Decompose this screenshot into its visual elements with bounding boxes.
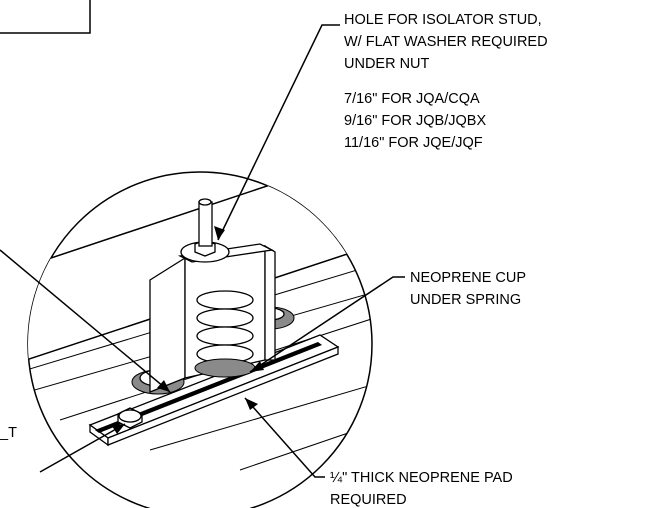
pad-line-1: ¼" THICK NEOPRENE PAD <box>330 470 513 486</box>
magnified-view <box>27 171 373 508</box>
stud-hole-line-2: W/ FLAT WASHER REQUIRED <box>344 34 548 50</box>
stud-hole-line-1: HOLE FOR ISOLATOR STUD, <box>344 12 542 28</box>
cup-line-2: UNDER SPRING <box>410 292 521 308</box>
stud-hole-line-4: 7/16" FOR JQA/CQA <box>344 91 480 107</box>
anchor-bolt <box>117 407 143 429</box>
stud-hole-line-6: 11/16" FOR JQE/JQF <box>344 135 483 151</box>
stud-hole-line-5: 9/16" FOR JQB/JQBX <box>344 113 486 129</box>
callout-stud-hole: HOLE FOR ISOLATOR STUD, W/ FLAT WASHER R… <box>344 12 548 151</box>
title-box-fragment <box>0 0 91 34</box>
leader-lines <box>0 24 405 478</box>
callout-neoprene-pad: ¼" THICK NEOPRENE PAD REQUIRED <box>330 470 513 508</box>
isolator-stud <box>180 198 230 263</box>
neoprene-cup <box>194 358 256 378</box>
cup-line-1: NEOPRENE CUP <box>410 270 526 286</box>
callout-neoprene-cup: NEOPRENE CUP UNDER SPRING <box>410 270 526 308</box>
stud-hole-line-3: UNDER NUT <box>344 56 430 72</box>
isolator-spring <box>194 290 256 378</box>
pad-line-2: REQUIRED <box>330 492 407 508</box>
bolt-callout-fragment: _T <box>0 425 17 441</box>
neoprene-pad <box>95 342 322 433</box>
